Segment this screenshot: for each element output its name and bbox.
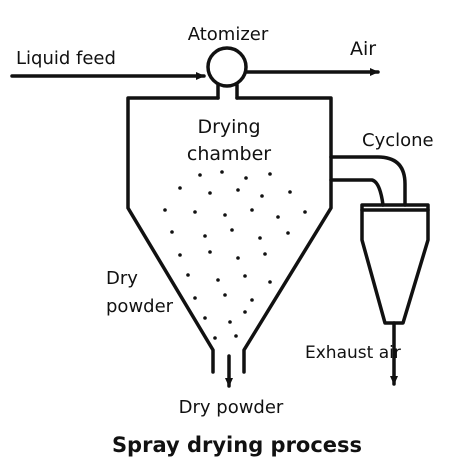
diagram-title: Spray drying process	[112, 433, 362, 457]
powder-particle-dot	[220, 170, 224, 174]
powder-particle-dot	[303, 210, 307, 214]
air-label: Air	[350, 38, 376, 60]
powder-particle-dot	[230, 228, 234, 232]
powder-particle-dot	[223, 213, 227, 217]
cyclone-body	[360, 203, 430, 325]
powder-particle-dot	[193, 210, 197, 214]
powder-particle-dot	[216, 278, 220, 282]
powder-particle-dot	[268, 172, 272, 176]
atomizer-label: Atomizer	[188, 24, 269, 45]
powder-particle-dot	[250, 208, 254, 212]
powder-particle-dot	[178, 253, 182, 257]
powder-particle-dot	[236, 188, 240, 192]
liquid-feed-label: Liquid feed	[16, 48, 116, 69]
powder-particle-dot	[243, 274, 247, 278]
cyclone-duct	[329, 155, 407, 207]
powder-particle-dot	[170, 230, 174, 234]
dry-powder-side-label-line2: powder	[106, 296, 174, 317]
atomizer-wheel	[206, 46, 248, 88]
dry-powder-bottom-label: Dry powder	[179, 397, 284, 418]
powder-particle-dot	[223, 293, 227, 297]
powder-particle-dot	[243, 310, 247, 314]
powder-particle-dot	[208, 191, 212, 195]
powder-particle-dot	[203, 316, 207, 320]
powder-particles	[163, 170, 307, 340]
exhaust-air-label: Exhaust air	[305, 343, 401, 363]
powder-particle-dot	[228, 320, 232, 324]
powder-particle-dot	[193, 296, 197, 300]
powder-particle-dot	[186, 273, 190, 277]
powder-particle-dot	[260, 194, 264, 198]
powder-particle-dot	[250, 298, 254, 302]
powder-particle-dot	[268, 280, 272, 284]
powder-particle-dot	[198, 173, 202, 177]
powder-particle-dot	[288, 190, 292, 194]
powder-particle-dot	[258, 236, 262, 240]
powder-particle-dot	[263, 252, 267, 256]
powder-particle-dot	[208, 250, 212, 254]
powder-particle-dot	[213, 336, 217, 340]
dry-powder-side-label-line1: Dry	[106, 268, 138, 289]
powder-particle-dot	[203, 234, 207, 238]
drying-chamber-label-line2: chamber	[187, 143, 271, 165]
powder-particle-dot	[234, 334, 238, 338]
drying-chamber-label-line1: Drying	[197, 116, 260, 138]
drying-chamber-body	[126, 96, 333, 374]
powder-particle-dot	[178, 186, 182, 190]
powder-particle-dot	[163, 208, 167, 212]
cyclone-label: Cyclone	[362, 130, 434, 151]
powder-particle-dot	[286, 231, 290, 235]
powder-particle-dot	[244, 176, 248, 180]
powder-particle-dot	[236, 256, 240, 260]
powder-particle-dot	[276, 215, 280, 219]
